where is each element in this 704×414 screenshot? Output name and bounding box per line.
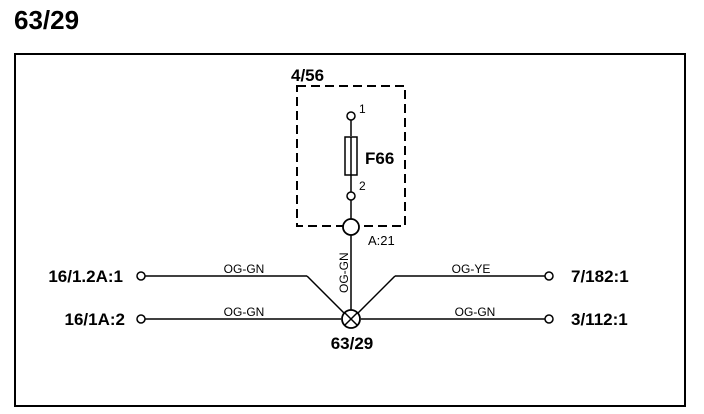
terminal-left-top[interactable] [136,271,146,281]
vertical-wire-color-label: OG-GN [337,252,351,293]
fuse-pin-2-label: 2 [359,179,366,193]
page-title: 63/29 [14,5,80,35]
wire-color-left-top: OG-GN [224,262,265,276]
terminal-label-right-bottom: 3/112:1 [571,310,628,329]
splice-label: 63/29 [331,334,374,353]
terminal-label-left-top: 16/1.2A:1 [48,267,123,286]
terminal-right-top[interactable] [544,271,554,281]
fuse-pin-2[interactable] [346,191,356,201]
wire-color-right-bottom: OG-GN [455,305,496,319]
wire-color-right-top: OG-YE [452,262,491,276]
wire-left-top-bend [306,275,346,315]
component-box-label: 4/56 [291,66,324,85]
wire-right-top-bend [356,275,396,315]
fuse-label: F66 [365,149,394,168]
terminal-label-left-bottom: 16/1A:2 [65,310,125,329]
connector-icon[interactable] [342,218,360,236]
fuse-pin-1[interactable] [346,111,356,121]
diagram-frame [14,53,686,407]
wire-color-left-bottom: OG-GN [224,305,265,319]
terminal-left-bottom[interactable] [136,314,146,324]
connector-label: A:21 [368,233,395,248]
splice-cross-icon[interactable] [341,309,361,329]
fuse-pin-1-label: 1 [359,102,366,116]
terminal-right-bottom[interactable] [544,314,554,324]
terminal-label-right-top: 7/182:1 [571,267,629,286]
